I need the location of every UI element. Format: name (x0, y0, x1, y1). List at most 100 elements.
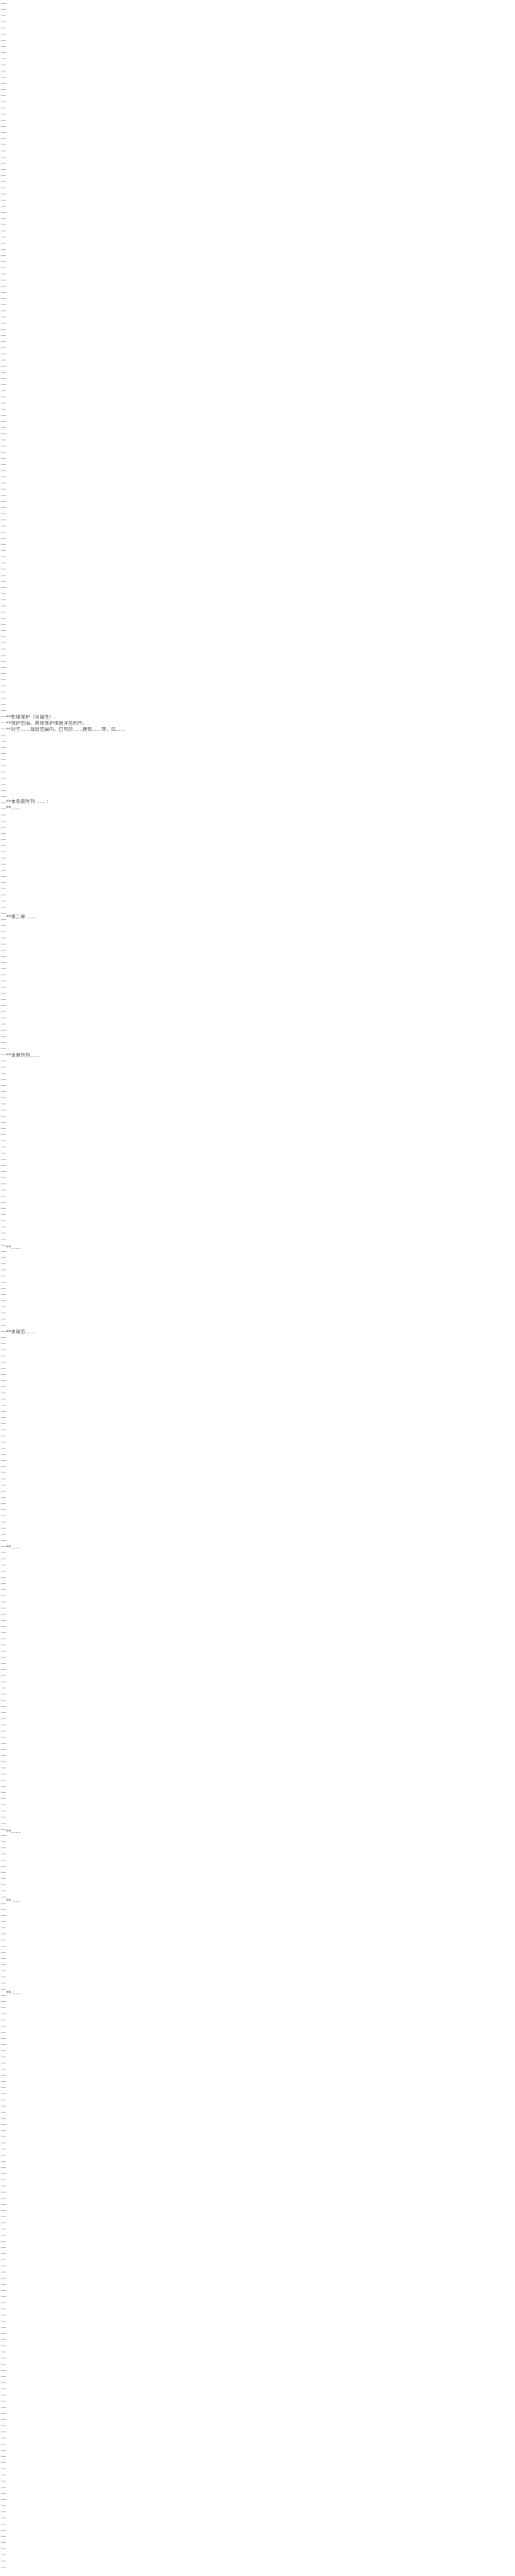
gutter-tick (1, 2069, 6, 2072)
gutter-tick (1, 1651, 6, 1654)
gutter-tick (1, 1927, 6, 1930)
gutter-tick (1, 2481, 6, 2484)
gutter-tick (1, 2149, 6, 2152)
gutter-tick (1, 587, 6, 590)
gutter-tick (1, 1638, 6, 1642)
gutter-tick (1, 89, 6, 92)
gutter-tick (1, 144, 6, 148)
gutter-tick (1, 864, 6, 867)
gutter-tick (1, 354, 6, 357)
gutter-tick (1, 1472, 6, 1476)
gutter-tick (1, 2210, 6, 2213)
gutter-tick (1, 612, 6, 615)
gutter-tick (1, 120, 6, 123)
gutter-tick (1, 1097, 6, 1100)
gutter-tick (1, 1061, 6, 1064)
gutter-tick (1, 1749, 6, 1752)
gutter-tick (1, 15, 6, 18)
gutter-tick (1, 925, 6, 928)
gutter-tick (1, 1110, 6, 1113)
gutter-tick (1, 2007, 6, 2010)
gutter-tick (1, 1245, 6, 1248)
gutter-tick (1, 138, 6, 141)
gutter-tick (1, 888, 6, 891)
gutter-tick (1, 1995, 6, 1998)
gutter-tick (1, 1466, 6, 1469)
gutter-tick (1, 1319, 6, 1322)
gutter-tick (1, 772, 6, 775)
gutter-tick (1, 1436, 6, 1439)
gutter-tick (1, 1417, 6, 1420)
gutter-tick (1, 1718, 6, 1721)
gutter-tick (1, 808, 6, 812)
gutter-tick (1, 1552, 6, 1555)
gutter-tick (1, 2179, 6, 2183)
gutter-tick (1, 132, 6, 135)
gutter-tick (1, 194, 6, 197)
gutter-tick (1, 40, 6, 43)
gutter-tick (1, 1847, 6, 1851)
text-block-3: **第二章 …… (6, 915, 507, 921)
gutter-tick (1, 1263, 6, 1266)
gutter-tick (1, 65, 6, 68)
gutter-tick (1, 2505, 6, 2508)
text-line: **新增保护（含属性）. (6, 715, 56, 720)
gutter-tick (1, 200, 6, 203)
gutter-tick (1, 2352, 6, 2355)
gutter-tick (1, 1220, 6, 1223)
gutter-tick (1, 489, 6, 492)
gutter-tick (1, 2333, 6, 2336)
gutter-tick (1, 108, 6, 111)
gutter-tick (1, 384, 6, 387)
gutter-tick (1, 1841, 6, 1844)
gutter-tick (1, 981, 6, 984)
gutter-tick (1, 1774, 6, 1777)
gutter-tick (1, 2198, 6, 2201)
gutter-tick (1, 1700, 6, 1703)
gutter-tick (1, 2327, 6, 2330)
gutter-tick (1, 274, 6, 277)
gutter-tick (1, 126, 6, 129)
gutter-tick (1, 2050, 6, 2053)
gutter-tick (1, 1460, 6, 1463)
gutter-tick (1, 1608, 6, 1611)
gutter-tick (1, 919, 6, 922)
gutter-tick (1, 2524, 6, 2527)
gutter-tick (1, 218, 6, 221)
gutter-tick (1, 335, 6, 338)
gutter-tick (1, 882, 6, 885)
gutter-tick (1, 1183, 6, 1187)
gutter-tick (1, 2511, 6, 2515)
gutter-tick (1, 2548, 6, 2551)
gutter-tick (1, 1663, 6, 1666)
gutter-tick (1, 2266, 6, 2269)
gutter-tick (1, 2407, 6, 2410)
gutter-tick (1, 2093, 6, 2096)
gutter-tick (1, 1214, 6, 1217)
gutter-tick (1, 2013, 6, 2017)
gutter-tick (1, 28, 6, 31)
gutter-tick (1, 673, 6, 676)
gutter-tick (1, 796, 6, 799)
gutter-tick (1, 1577, 6, 1580)
gutter-tick (1, 1208, 6, 1211)
gutter-tick (1, 409, 6, 412)
gutter-tick (1, 1153, 6, 1156)
gutter-tick (1, 833, 6, 836)
gutter-tick (1, 1282, 6, 1285)
gutter-tick (1, 2241, 6, 2244)
gutter-tick (1, 58, 6, 61)
text-block-7: **…… (6, 1545, 507, 1551)
gutter-tick (1, 476, 6, 480)
gutter-tick (1, 2475, 6, 2478)
gutter-tick (1, 181, 6, 184)
gutter-tick (1, 46, 6, 49)
gutter-tick (1, 1688, 6, 1691)
text-block-9: **…… (6, 1898, 507, 1904)
gutter-tick (1, 2493, 6, 2496)
gutter-tick (1, 224, 6, 227)
text-block-4: **本章所列…… (6, 1053, 507, 1059)
gutter-tick (1, 1559, 6, 1562)
gutter-tick (1, 1177, 6, 1180)
